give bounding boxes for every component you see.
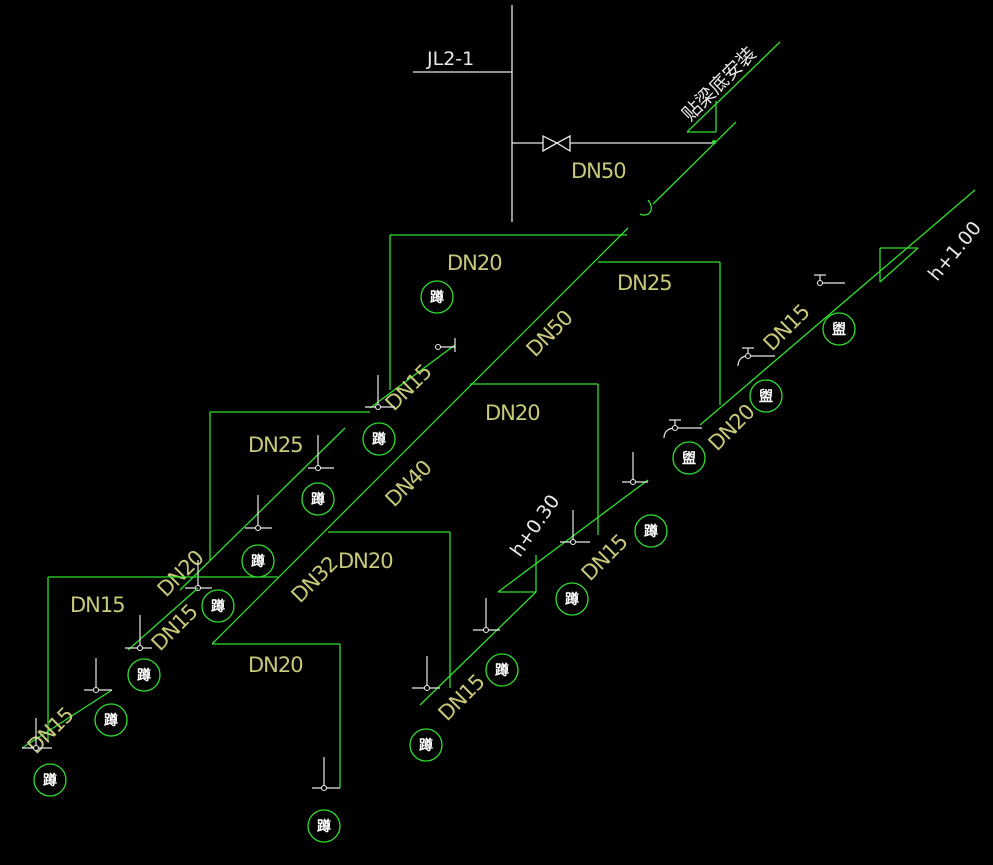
pipe-label-dn40: DN40 <box>381 456 437 512</box>
basin-fixture: 盥 <box>672 441 706 475</box>
svg-text:蹲: 蹲 <box>565 591 579 608</box>
faucet-icon <box>308 435 334 472</box>
squat-fixture: 蹲 <box>241 544 275 578</box>
branch-middle-right: DN20 h+0.30 DN15 <box>470 383 649 593</box>
svg-text:蹲: 蹲 <box>311 491 325 508</box>
faucet-icon <box>434 338 456 352</box>
squat-fixture: 蹲 <box>409 728 443 762</box>
branch-lower-middle: DN20 DN15 <box>328 531 537 726</box>
beam-note: 贴梁底安装 <box>678 41 781 133</box>
svg-text:蹲: 蹲 <box>137 667 151 684</box>
branch-bottom: DN20 <box>212 643 341 792</box>
svg-text:盥: 盥 <box>682 450 696 467</box>
riser-label: JL2-1 <box>426 48 474 70</box>
main-pipe: DN50 DN40 DN32 <box>211 121 737 645</box>
svg-text:蹲: 蹲 <box>644 523 658 540</box>
branch-basins: DN25 h+1.00 DN15 DN20 <box>598 189 986 456</box>
elevation-label-h1: h+1.00 <box>924 217 986 285</box>
gate-valve-icon <box>542 134 571 153</box>
squat-fixture: 蹲 <box>201 589 235 623</box>
squat-fixture: 蹲 <box>33 763 67 797</box>
squat-fixture: 蹲 <box>301 482 335 516</box>
squat-fixture: 蹲 <box>307 809 341 843</box>
main-size-label: DN50 <box>571 159 626 183</box>
faucet-icon <box>412 656 440 692</box>
faucet-icon <box>84 658 112 694</box>
squat-fixture: 蹲 <box>485 653 519 687</box>
faucet-icon <box>125 615 152 652</box>
faucet-icon <box>365 375 395 411</box>
squat-fixture: 蹲 <box>634 514 668 548</box>
svg-text:蹲: 蹲 <box>372 431 386 448</box>
squat-fixture: 蹲 <box>555 582 589 616</box>
svg-text:蹲: 蹲 <box>430 289 444 306</box>
pipe-label-dn15-basin: DN15 <box>759 300 815 356</box>
pipe-label-dn20-left: DN15 <box>70 593 125 617</box>
pipe-label-dn20-top: DN20 <box>447 251 502 275</box>
svg-text:蹲: 蹲 <box>43 772 57 789</box>
svg-text:盥: 盥 <box>832 321 846 338</box>
svg-text:蹲: 蹲 <box>211 598 225 615</box>
pipe-label-dn15-bottom: DN20 <box>248 653 303 677</box>
basin-fixture: 盥 <box>749 379 783 413</box>
pipe-label-dn20-mid: DN20 <box>485 401 540 425</box>
basin-fixture: 盥 <box>822 312 856 346</box>
faucet-icon <box>312 757 340 792</box>
svg-text:盥: 盥 <box>759 388 773 405</box>
pipe-label-dn25-left: DN25 <box>248 433 303 457</box>
svg-text:蹲: 蹲 <box>317 818 331 835</box>
faucet-icon <box>473 598 500 634</box>
basin-tap-icon <box>814 274 845 287</box>
beam-note-text: 贴梁底安装 <box>678 43 761 126</box>
pipe-label-dn15-e: DN15 <box>434 670 490 726</box>
svg-text:蹲: 蹲 <box>251 553 265 570</box>
pipe-label-dn20-diag: DN20 <box>153 546 209 602</box>
squat-fixture: 蹲 <box>94 703 128 737</box>
svg-text:蹲: 蹲 <box>419 737 433 754</box>
faucet-icon <box>22 718 52 752</box>
pipe-label-dn20-lower: DN20 <box>338 549 393 573</box>
elevation-label-h2: h+0.30 <box>506 491 564 561</box>
branch-upper-left: DN20 DN15 <box>365 234 627 416</box>
basin-tap-icon <box>737 347 775 367</box>
squat-fixture: 蹲 <box>127 658 161 692</box>
pipe-label-dn25-right: DN25 <box>617 271 672 295</box>
pipe-label-dn15-b: DN15 <box>577 530 633 586</box>
svg-text:蹲: 蹲 <box>104 712 118 729</box>
pipe-label-dn15-d: DN15 <box>23 703 79 759</box>
faucet-icon <box>560 510 590 546</box>
svg-text:蹲: 蹲 <box>495 662 509 679</box>
squat-fixture: 蹲 <box>362 422 396 456</box>
pipe-bend-icon <box>639 199 652 216</box>
faucet-icon <box>245 495 272 532</box>
pipe-label-dn20-basin: DN20 <box>704 400 760 456</box>
riser-jl2-1: JL2-1 DN50 <box>413 5 716 222</box>
faucet-icon <box>622 452 648 486</box>
basin-tap-icon <box>663 419 702 439</box>
squat-fixture: 蹲 <box>420 280 454 314</box>
pipe-label-dn50: DN50 <box>522 306 578 362</box>
